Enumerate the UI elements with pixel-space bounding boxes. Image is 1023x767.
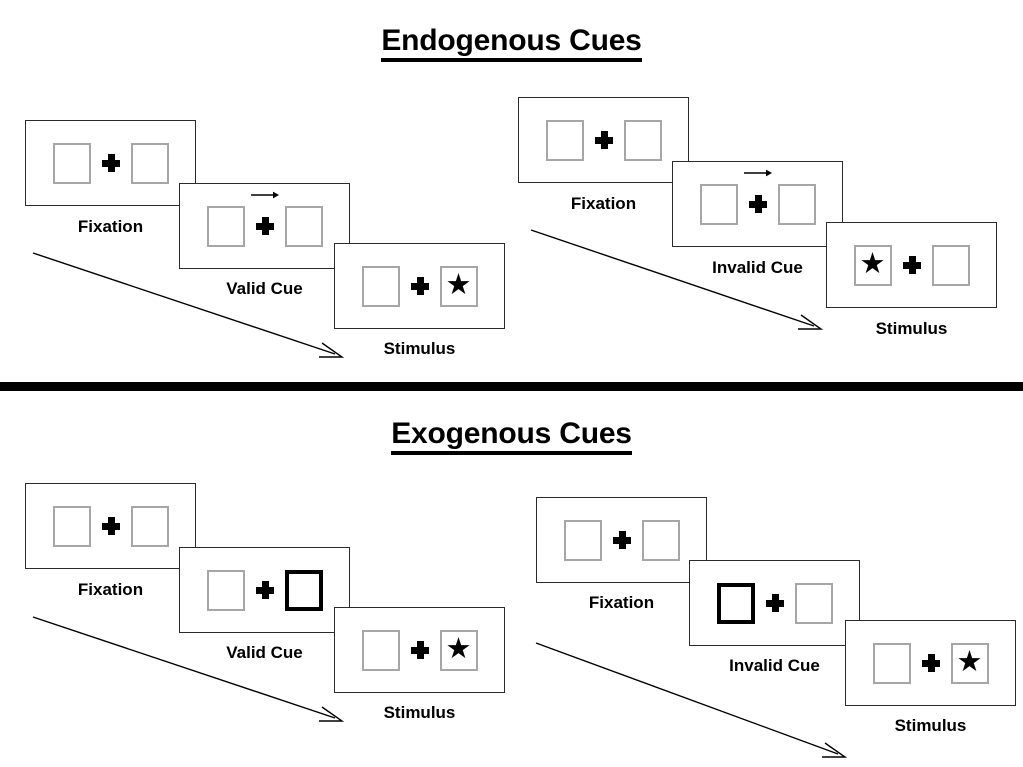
left-box (872, 642, 911, 684)
cue-arrow-right-icon (743, 169, 772, 177)
caption-exogenous-invalid-cue: Invalid Cue (729, 656, 820, 675)
fixation-cross-wrap (755, 581, 795, 625)
fixation-cross-wrap (602, 518, 642, 562)
panel-endogenous-invalid-fixation (518, 97, 689, 183)
caption-exogenous-invalid-stimulus: Stimulus (894, 716, 967, 735)
caption-exogenous-valid-fixation: Fixation (77, 580, 144, 599)
left-box (699, 183, 738, 225)
panel-endogenous-invalid-cue (672, 161, 843, 247)
left-box (545, 119, 584, 161)
caption-exogenous-valid-cue: Valid Cue (226, 643, 303, 662)
right-box-cued (284, 569, 323, 611)
fixation-cross-wrap (400, 264, 440, 308)
panel-endogenous-valid-fixation (25, 120, 196, 206)
fixation-cross-wrap (400, 628, 440, 672)
caption-endogenous-invalid-fixation: Fixation (570, 194, 637, 213)
right-box (284, 205, 323, 247)
fixation-cross-wrap (245, 191, 285, 248)
left-box (52, 505, 91, 547)
fixation-cross-wrap (738, 169, 778, 226)
fixation-cross-icon (748, 195, 767, 213)
section-title-exogenous-text: Exogenous Cues (391, 418, 632, 455)
left-box (361, 265, 400, 307)
star-icon: ★ (445, 268, 472, 301)
panel-exogenous-invalid-stimulus: ★ (845, 620, 1016, 706)
fixation-cross-wrap (245, 568, 285, 612)
caption-endogenous-invalid-stimulus: Stimulus (875, 319, 948, 338)
fixation-cross-icon (594, 131, 613, 149)
fixation-cross-wrap (91, 141, 131, 185)
panel-exogenous-invalid-fixation (536, 497, 707, 583)
panel-exogenous-valid-fixation (25, 483, 196, 569)
panel-endogenous-invalid-stimulus: ★ (826, 222, 997, 308)
fixation-cross-icon (255, 581, 274, 599)
section-title-endogenous: Endogenous Cues (0, 24, 1023, 62)
fixation-cross-wrap (584, 118, 624, 162)
cue-arrow-right-icon (250, 191, 279, 199)
left-box-cued (716, 582, 755, 624)
left-box (563, 519, 602, 561)
right-box (641, 519, 680, 561)
star-icon: ★ (859, 247, 886, 280)
left-box: ★ (853, 244, 892, 286)
left-box (361, 629, 400, 671)
right-box: ★ (439, 629, 478, 671)
fixation-cross-icon (902, 256, 921, 274)
fixation-cross-wrap (892, 243, 932, 287)
star-icon: ★ (956, 645, 983, 678)
fixation-cross-icon (765, 594, 784, 612)
caption-endogenous-valid-stimulus: Stimulus (383, 339, 456, 358)
caption-endogenous-valid-fixation: Fixation (77, 217, 144, 236)
panel-exogenous-valid-stimulus: ★ (334, 607, 505, 693)
fixation-cross-icon (612, 531, 631, 549)
fixation-cross-icon (101, 154, 120, 172)
right-box (777, 183, 816, 225)
section-title-exogenous: Exogenous Cues (0, 417, 1023, 455)
panel-endogenous-valid-cue (179, 183, 350, 269)
right-box (623, 119, 662, 161)
fixation-cross-icon (410, 641, 429, 659)
panel-exogenous-invalid-cue (689, 560, 860, 646)
star-icon: ★ (445, 632, 472, 665)
right-box (794, 582, 833, 624)
fixation-cross-wrap (91, 504, 131, 548)
caption-endogenous-invalid-cue: Invalid Cue (712, 258, 803, 277)
left-box (206, 205, 245, 247)
right-box: ★ (950, 642, 989, 684)
right-box (931, 244, 970, 286)
fixation-cross-wrap (911, 641, 951, 685)
section-title-endogenous-text: Endogenous Cues (381, 25, 642, 62)
fixation-cross-icon (101, 517, 120, 535)
right-box: ★ (439, 265, 478, 307)
caption-exogenous-valid-stimulus: Stimulus (383, 703, 456, 722)
right-box (130, 142, 169, 184)
left-box (206, 569, 245, 611)
right-box (130, 505, 169, 547)
caption-exogenous-invalid-fixation: Fixation (588, 593, 655, 612)
panel-endogenous-valid-stimulus: ★ (334, 243, 505, 329)
caption-endogenous-valid-cue: Valid Cue (226, 279, 303, 298)
fixation-cross-icon (410, 277, 429, 295)
fixation-cross-icon (921, 654, 940, 672)
section-divider (0, 382, 1023, 391)
left-box (52, 142, 91, 184)
panel-exogenous-valid-cue (179, 547, 350, 633)
fixation-cross-icon (255, 217, 274, 235)
